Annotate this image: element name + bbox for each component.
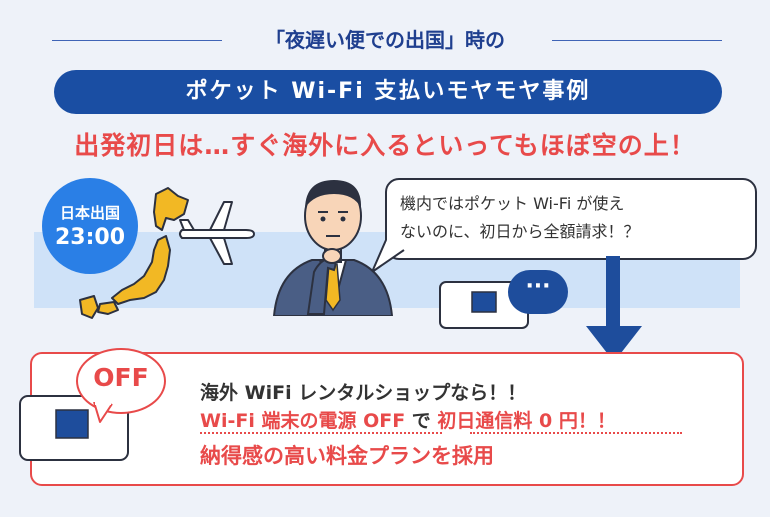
header-rule-left [52, 40, 222, 41]
speech-bubble [385, 178, 757, 260]
japan-map-icon [79, 187, 189, 319]
airplane-icon [179, 201, 255, 265]
underline-power-off [200, 432, 442, 434]
solution-line-2: Wi-Fi 端末の電源 OFF で 初日通信料 0 円！！ [200, 406, 616, 433]
title-banner: ポケット Wi-Fi 支払いモヤモヤ事例 [54, 70, 722, 114]
pocket-wifi-device-icon [439, 281, 529, 329]
page-title: 「夜遅い便での出国」時の [265, 28, 505, 52]
device-chat-bubble: ··· [508, 270, 568, 314]
off-label: OFF [93, 363, 149, 392]
solution-line-1: 海外 WiFi レンタルショップなら！！ [200, 382, 527, 404]
subheading: 出発初日は…すぐ海外に入るといってもほぼ空の上！ [74, 131, 696, 160]
off-bubble-tail [93, 402, 113, 423]
businessman-icon [272, 180, 394, 316]
off-bubble [76, 348, 166, 414]
badge-label: 日本出国 [59, 204, 120, 222]
solution-box [30, 352, 744, 486]
speech-text: 機内ではポケット Wi-Fi が使え ないのに、初日から全額請求！？ [400, 194, 640, 241]
badge-time: 23:00 [54, 225, 126, 250]
solution-line-3: 納得感の高い料金プランを採用 [200, 444, 494, 468]
free-fee-text: 初日通信料 0 円！！ [437, 410, 616, 432]
power-off-text: Wi-Fi 端末の電源 OFF [200, 410, 406, 432]
underline-free-fee [470, 432, 682, 434]
connector-text: で [405, 410, 438, 432]
departure-time-badge: 日本出国 23:00 [42, 178, 138, 274]
down-arrow-icon [586, 256, 642, 362]
header-rule-right [552, 40, 722, 41]
